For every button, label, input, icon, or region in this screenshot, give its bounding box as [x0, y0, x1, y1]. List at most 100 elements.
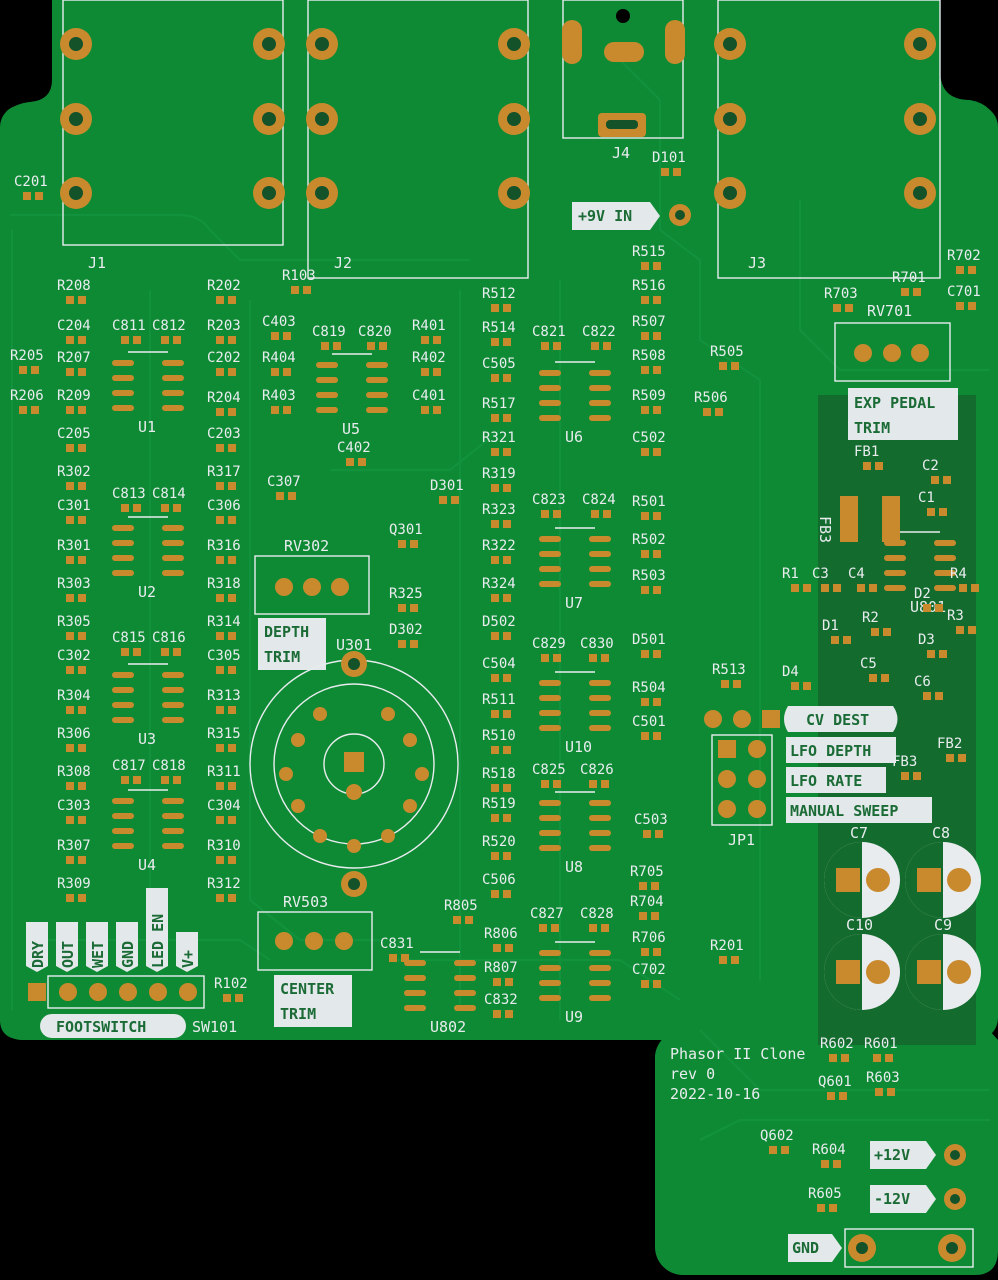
part-r502: R502 [632, 532, 666, 558]
part-c204: C204 [57, 318, 91, 344]
svg-text:C816: C816 [152, 630, 186, 646]
part-fb2: FB2 [937, 736, 966, 762]
svg-text:C812: C812 [152, 318, 186, 334]
svg-text:U7: U7 [565, 594, 583, 612]
part-r514: R514 [482, 320, 516, 346]
part-fb3: FB3 [892, 754, 921, 780]
svg-text:C820: C820 [358, 324, 392, 340]
svg-text:R505: R505 [710, 344, 744, 360]
part-r316: R316 [207, 538, 241, 564]
part-r207: R207 [57, 350, 91, 376]
part-c307: C307 [267, 474, 301, 500]
trimmer-rv302[interactable]: RV302 [254, 537, 370, 615]
traces [10, 59, 990, 1141]
part-d1: D1 [822, 618, 851, 644]
svg-text:R508: R508 [632, 348, 666, 364]
jack-j4-dc[interactable]: J4 [562, 0, 685, 162]
part-c5: C5 [860, 656, 889, 682]
part-d4: D4 [782, 664, 811, 690]
svg-text:R503: R503 [632, 568, 666, 584]
jumper-jp1[interactable]: JP1 [704, 710, 780, 849]
svg-text:R302: R302 [57, 464, 91, 480]
part-c302: C302 [57, 648, 91, 674]
svg-text:R202: R202 [207, 278, 241, 294]
svg-text:R206: R206 [10, 388, 44, 404]
svg-text:2022-10-16: 2022-10-16 [670, 1085, 760, 1103]
electrolytic-c8[interactable]: C8 [905, 824, 981, 918]
part-r310: R310 [207, 838, 241, 864]
svg-text:R103: R103 [282, 268, 316, 284]
part-c816: C816 [152, 630, 186, 656]
svg-text:Phasor II Clone: Phasor II Clone [670, 1045, 805, 1063]
trimmer-rv503[interactable]: RV503 [257, 893, 373, 971]
part-c819: C819 [312, 324, 346, 350]
svg-text:WET: WET [89, 941, 107, 968]
svg-text:C1: C1 [918, 490, 935, 506]
part-r401: R401 [412, 318, 446, 344]
footswitch-sw101[interactable]: FOOTSWITCH SW101 [28, 975, 237, 1038]
part-u4: U4 [112, 789, 184, 874]
part-u802: U802 [404, 951, 476, 1036]
trimmer-rv701[interactable]: RV701 [834, 302, 951, 382]
jack-j1[interactable]: J1 [60, 0, 285, 272]
part-c504: C504 [482, 656, 516, 682]
part-r403: R403 [262, 388, 296, 414]
svg-text:V+: V+ [179, 950, 197, 968]
electrolytic-c10[interactable]: C10 [824, 916, 900, 1010]
part-r323: R323 [482, 502, 516, 528]
label-exp-pedal-trim: EXP PEDAL TRIM [848, 388, 958, 440]
svg-text:R510: R510 [482, 728, 516, 744]
part-r805: R805 [444, 898, 478, 924]
jack-j3[interactable]: J3 [714, 0, 941, 279]
part-c815: C815 [112, 630, 146, 656]
svg-text:C501: C501 [632, 714, 666, 730]
part-d302: D302 [389, 622, 423, 648]
part-c702: C702 [632, 962, 666, 988]
svg-text:C9: C9 [934, 916, 952, 934]
jumper-labels: CV DEST LFO DEPTH LFO RATE MANUAL SWEEP [784, 706, 932, 823]
part-r517: R517 [482, 396, 516, 422]
part-r309: R309 [57, 876, 91, 902]
part-r103: R103 [282, 268, 316, 294]
svg-text:C502: C502 [632, 430, 666, 446]
svg-text:C205: C205 [57, 426, 91, 442]
svg-text:R207: R207 [57, 350, 91, 366]
svg-text:R513: R513 [712, 662, 746, 678]
svg-text:R401: R401 [412, 318, 446, 334]
svg-text:FB2: FB2 [937, 736, 962, 752]
electrolytic-c9[interactable]: C9 [905, 916, 981, 1010]
jack-j2[interactable]: J2 [306, 0, 530, 279]
part-r510: R510 [482, 728, 516, 754]
part-r701: R701 [892, 270, 926, 296]
svg-text:C813: C813 [112, 486, 146, 502]
svg-text:C831: C831 [380, 936, 414, 952]
svg-text:TRIM: TRIM [264, 648, 300, 666]
part-r313: R313 [207, 688, 241, 714]
svg-text:RV503: RV503 [283, 893, 328, 911]
svg-text:DRY: DRY [29, 941, 47, 968]
svg-text:R322: R322 [482, 538, 516, 554]
svg-text:R303: R303 [57, 576, 91, 592]
svg-text:C4: C4 [848, 566, 865, 582]
part-r307: R307 [57, 838, 91, 864]
part-r508: R508 [632, 348, 666, 374]
svg-text:C306: C306 [207, 498, 241, 514]
electrolytic-c7[interactable]: C7 [824, 824, 900, 918]
part-fb1: FB1 [854, 444, 883, 470]
svg-text:U5: U5 [342, 420, 360, 438]
svg-text:D302: D302 [389, 622, 423, 638]
svg-text:CENTER: CENTER [280, 980, 335, 998]
svg-text:U2: U2 [138, 583, 156, 601]
svg-text:+9V IN: +9V IN [578, 207, 632, 225]
tube-socket-u301[interactable]: U301 [249, 636, 459, 897]
svg-text:R404: R404 [262, 350, 296, 366]
svg-text:R511: R511 [482, 692, 516, 708]
part-r702: R702 [947, 248, 981, 274]
part-r318: R318 [207, 576, 241, 602]
svg-text:R705: R705 [630, 864, 664, 880]
part-r324: R324 [482, 576, 516, 602]
part-r506: R506 [694, 390, 728, 416]
part-c503: C503 [634, 812, 668, 838]
svg-text:U10: U10 [565, 738, 592, 756]
part-c2: C2 [922, 458, 951, 484]
